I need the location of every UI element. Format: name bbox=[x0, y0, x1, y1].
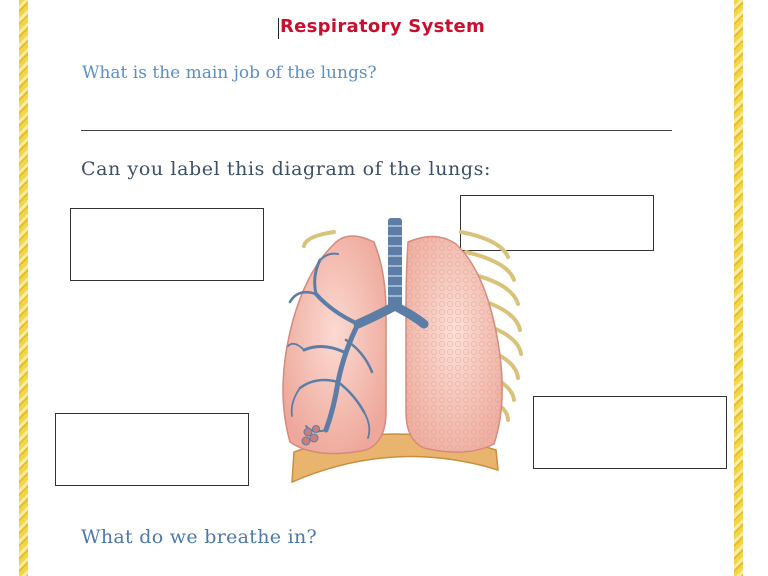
worksheet-page: Respiratory System What is the main job … bbox=[28, 0, 734, 576]
label-box-top-left[interactable] bbox=[70, 208, 264, 281]
decorative-border-left bbox=[19, 0, 28, 576]
lungs-diagram bbox=[282, 218, 523, 484]
answer-line[interactable] bbox=[81, 130, 672, 131]
worksheet-title[interactable]: Respiratory System bbox=[280, 16, 486, 37]
alveoli-cluster bbox=[301, 425, 320, 446]
trachea bbox=[388, 218, 402, 308]
left-lung bbox=[282, 235, 387, 455]
question-breathe-in: What do we breathe in? bbox=[81, 526, 318, 548]
question-main-job: What is the main job of the lungs? bbox=[82, 63, 377, 83]
decorative-border-right bbox=[734, 0, 743, 576]
text-cursor bbox=[278, 18, 279, 39]
label-box-bottom-left[interactable] bbox=[55, 413, 249, 486]
label-box-bottom-right[interactable] bbox=[533, 396, 727, 469]
question-label-diagram: Can you label this diagram of the lungs: bbox=[81, 158, 491, 180]
